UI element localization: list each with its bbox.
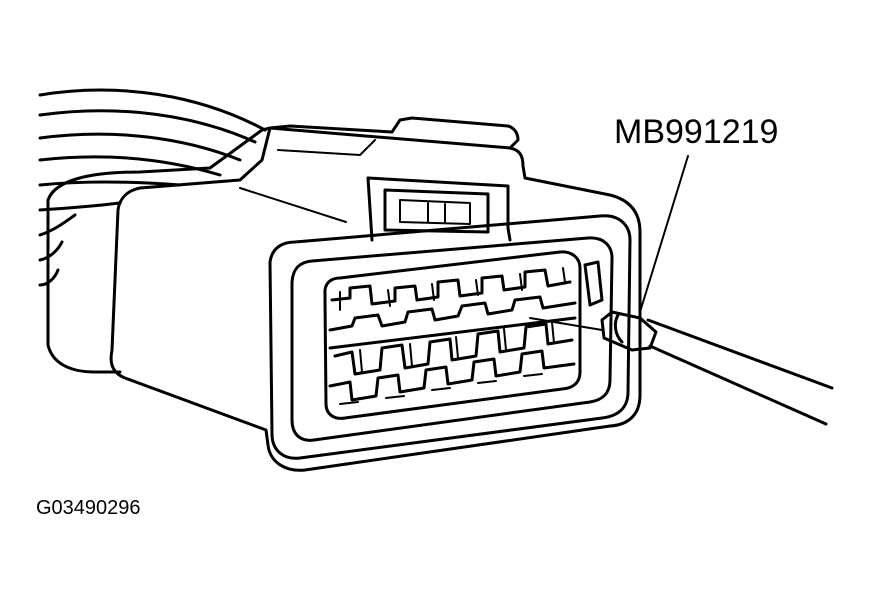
- probe-tool: [529, 310, 834, 426]
- leader-line: [639, 155, 689, 313]
- tool-part-number-label: MB991219: [614, 113, 779, 151]
- terminal-cavities: [323, 250, 604, 420]
- connector-housing: [46, 116, 642, 472]
- figure-code-label: G03490296: [36, 497, 141, 519]
